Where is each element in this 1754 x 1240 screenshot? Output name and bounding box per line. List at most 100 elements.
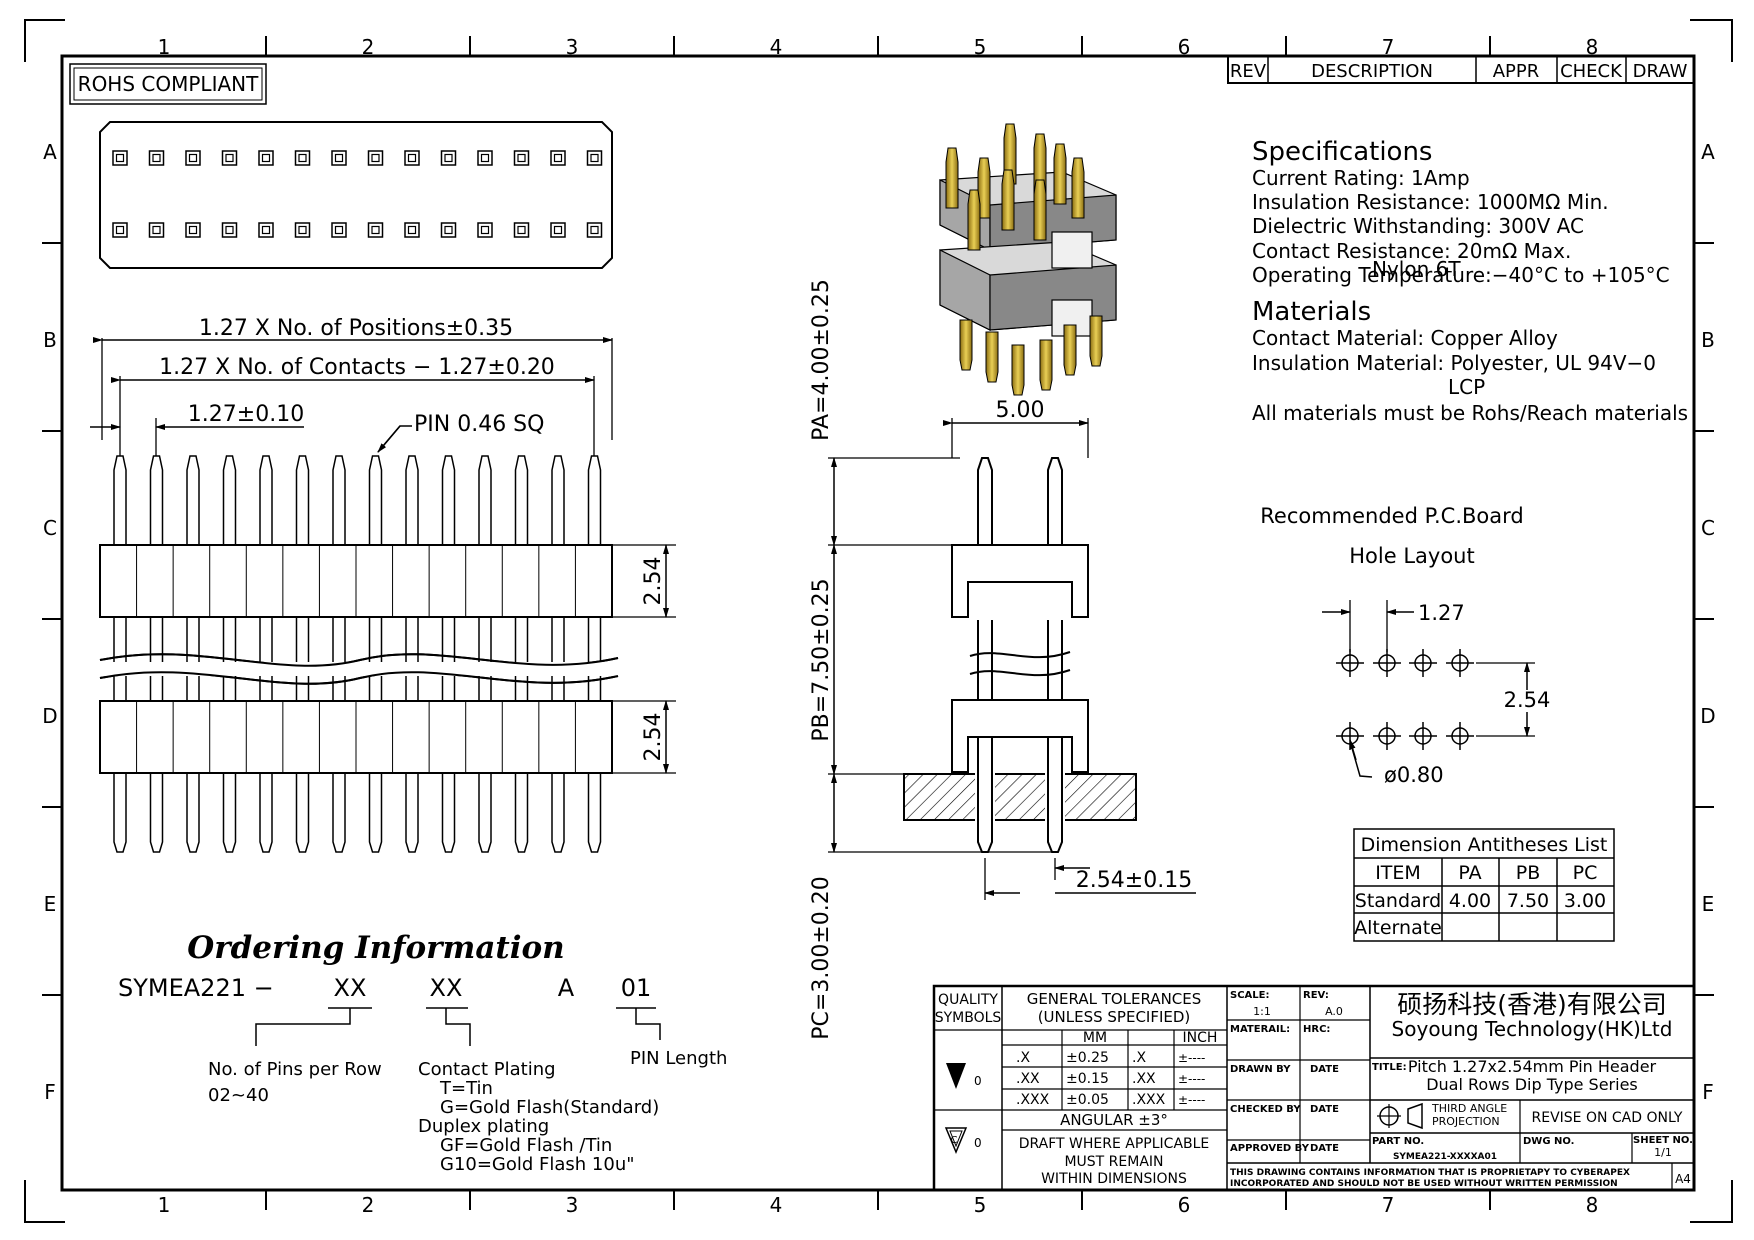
dim-standard-pb: 7.50	[1507, 890, 1549, 912]
top-pin-square	[185, 150, 201, 166]
top-pin-square	[550, 150, 566, 166]
pcb-pitch: 1.27	[1418, 601, 1465, 625]
tol-x-inch-label: .X	[1132, 1050, 1146, 1066]
dim-header-pa: PA	[1458, 862, 1481, 884]
projection-2: PROJECTION	[1432, 1115, 1500, 1128]
dim-width: 5.00	[996, 398, 1045, 423]
zone-col-3-bottom: 3	[566, 1193, 579, 1217]
tol-xxx-mm: ±0.05	[1066, 1092, 1109, 1108]
tol-x-mm-label: .X	[1016, 1050, 1030, 1066]
pins-label: No. of Pins per Row	[208, 1059, 382, 1080]
zone-labels: 1 2 3 4 5 6 7 8 1 2 3 4 5 6 7 8 A B C D …	[42, 35, 1715, 1217]
zone-row-a: A	[43, 140, 57, 164]
tol-x-inch: ±----	[1178, 1051, 1205, 1065]
iso-pin-bottom	[1011, 344, 1025, 396]
rev-label: REV:	[1303, 990, 1329, 1001]
iso-pin-bottom	[1089, 315, 1103, 367]
dim-contacts: 1.27 X No. of Contacts − 1.27±0.20	[159, 355, 555, 380]
corner-marks	[24, 19, 1733, 1223]
front-pin	[368, 455, 383, 853]
zone-col-5-bottom: 5	[974, 1193, 987, 1217]
code-pins: XX	[334, 974, 367, 1002]
zone-col-6: 6	[1178, 35, 1191, 59]
pcb-hole	[1409, 722, 1437, 750]
rohs-badge: ROHS COMPLIANT	[69, 63, 267, 105]
material-label: MATERAIL:	[1230, 1024, 1290, 1035]
zone-row-f-right: F	[1702, 1080, 1714, 1104]
pin-note: PIN 0.46 SQ	[414, 412, 544, 437]
front-pin	[478, 455, 492, 853]
zone-row-e: E	[44, 892, 57, 916]
sheet-size: A4	[1675, 1172, 1691, 1186]
front-pin	[441, 455, 456, 853]
front-pin	[259, 455, 273, 853]
front-view-pins	[113, 455, 602, 853]
dim-header-pc: PC	[1573, 862, 1598, 884]
top-pin-square	[294, 222, 311, 238]
zone-row-c-right: C	[1701, 516, 1715, 540]
spec-overlay: Nylon 6T	[1372, 257, 1461, 281]
front-pin	[186, 455, 200, 853]
zone-row-d: D	[42, 704, 57, 728]
drawn-by: DRAWN BY	[1230, 1064, 1291, 1075]
company-chinese: 硕扬科技(香港)有限公司	[1397, 990, 1667, 1019]
spec-line-3: Dielectric Withstanding: 300V AC	[1252, 214, 1584, 238]
front-pin	[295, 455, 310, 853]
inch-header: INCH	[1183, 1030, 1218, 1046]
spec-line-4: Contact Resistance: 20mΩ Max.	[1252, 239, 1571, 263]
checked-date: DATE	[1310, 1104, 1339, 1115]
dimension-table-title: Dimension Antitheses List	[1361, 834, 1608, 856]
scale-value: 1:1	[1253, 1005, 1271, 1018]
plating-label: Contact Plating	[418, 1059, 556, 1080]
tol-x-mm: ±0.25	[1066, 1050, 1109, 1066]
front-view: 1.27 X No. of Positions±0.35 1.27 X No. …	[90, 316, 676, 853]
code-variant: A	[558, 974, 575, 1002]
tol-xxx-mm-label: .XXX	[1016, 1092, 1050, 1108]
front-pin	[551, 455, 565, 853]
pcb-hole-size: ø0.80	[1384, 763, 1444, 787]
top-pin-square	[331, 150, 347, 166]
dim-pc: PC=3.00±0.20	[809, 876, 834, 1039]
pcb-holes	[1336, 649, 1474, 750]
dim-header-item: ITEM	[1375, 862, 1421, 884]
draft-line-3: WITHIN DIMENSIONS	[1041, 1171, 1187, 1187]
zone-row-b: B	[43, 328, 57, 352]
dim-standard-pc: 3.00	[1564, 890, 1606, 912]
top-pin-square	[513, 150, 530, 166]
zone-row-f: F	[44, 1080, 56, 1104]
general-tolerances: GENERAL TOLERANCES	[1027, 990, 1202, 1008]
top-pin-square	[148, 150, 165, 166]
iso-pin	[1001, 169, 1015, 231]
dim-lower-body: 2.54	[641, 713, 666, 762]
description-header: DESCRIPTION	[1311, 61, 1433, 82]
dwg-label: DWG NO.	[1523, 1136, 1574, 1147]
top-pin-square	[221, 222, 238, 238]
top-pin-square	[440, 150, 457, 166]
top-pin-square	[513, 222, 530, 238]
iso-pin	[1053, 143, 1067, 205]
ordering-information: Ordering Information SYMEA221 − XX XX A …	[118, 930, 727, 1175]
iso-pin	[945, 147, 959, 209]
pcb-hole	[1446, 722, 1474, 750]
zone-col-4: 4	[770, 35, 783, 59]
draw-header: DRAW	[1633, 61, 1688, 82]
top-pin-square	[477, 150, 493, 166]
unless-specified: (UNLESS SPECIFIED)	[1038, 1008, 1191, 1026]
code-base: SYMEA221 −	[118, 974, 274, 1002]
notice-line-1: THIS DRAWING CONTAINS INFORMATION THAT I…	[1230, 1168, 1630, 1178]
zone-col-2-bottom: 2	[362, 1193, 375, 1217]
zone-col-4-bottom: 4	[770, 1193, 783, 1217]
zone-col-7: 7	[1382, 35, 1395, 59]
dim-pa: PA=4.00±0.25	[809, 279, 834, 441]
tol-xx-mm: ±0.15	[1066, 1071, 1109, 1087]
material-line-1: Contact Material: Copper Alloy	[1252, 326, 1558, 350]
top-pin-square	[367, 222, 384, 238]
tol-xxx-inch-label: .XXX	[1132, 1092, 1166, 1108]
top-pin-square	[331, 222, 347, 238]
dim-upper-body: 2.54	[641, 557, 666, 606]
revision-table: REV DESCRIPTION APPR CHECK DRAW	[1227, 55, 1695, 84]
projection-1: THIRD ANGLE	[1431, 1102, 1507, 1115]
drawing-title-2: Dual Rows Dip Type Series	[1426, 1075, 1638, 1094]
top-pin-square	[550, 222, 566, 238]
